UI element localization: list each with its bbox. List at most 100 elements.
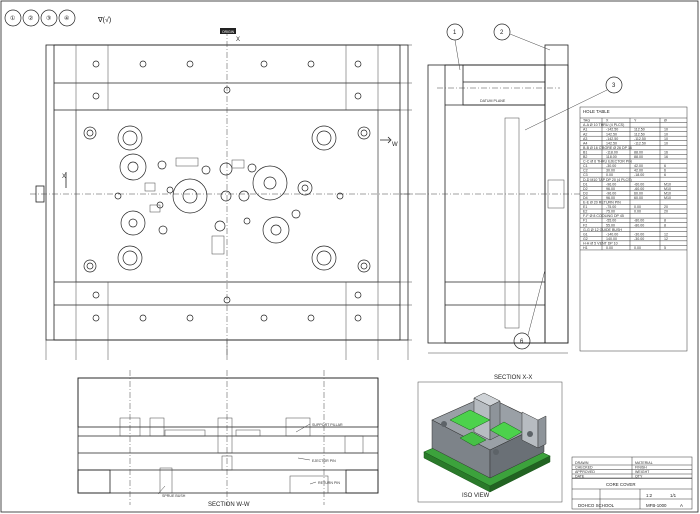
hole-table-cell: -55.00 — [606, 219, 616, 223]
hole-table-cell: 10 — [664, 128, 668, 132]
hole-table-cell: 20 — [664, 205, 668, 209]
balloon-2-text: 2 — [500, 30, 504, 36]
hole-table-cell: 10 — [664, 141, 668, 145]
front-section-title: SECTION W-W — [208, 502, 250, 508]
hole-table-cell: -118.00 — [606, 150, 618, 154]
hole-table-cell: 60.00 — [634, 196, 643, 200]
title-block-right-label: WEIGHT — [635, 470, 650, 474]
hole-table-cell: 75.00 — [606, 210, 615, 214]
section-x-x-title: SECTION X-X — [494, 375, 532, 381]
section-w-label: W — [392, 142, 398, 148]
hole-table-cell: -60.00 — [634, 187, 644, 191]
side-view: DATUM PLANE — [420, 44, 580, 354]
hole-table-cell: -112.50 — [634, 141, 646, 145]
title-block-left-label: APPROVED — [575, 470, 595, 474]
hole-table-cell: 0.00 — [634, 246, 641, 250]
title-block: DRAWNCHECKEDAPPROVEDDATEMATERIALFINISHWE… — [571, 456, 693, 510]
title-block-right-label: MATERIAL — [635, 461, 653, 465]
hole-table-group-title: A-A Ø 10 THRU (4 PLCS) — [583, 123, 624, 127]
hole-table-cell: E2 — [583, 210, 587, 214]
hole-table-cell: -112.50 — [634, 137, 646, 141]
hole-table-group-title: C-C Ø 6 THRU EJECTOR PIN — [583, 160, 632, 164]
hole-table-cell: 118.00 — [606, 155, 617, 159]
iso-view-title: ISO VIEW — [462, 493, 490, 499]
balloon-1-text: 1 — [453, 30, 457, 36]
hole-table-header-cell: Y — [634, 119, 637, 123]
hole-table-cell: 20 — [664, 210, 668, 214]
title-block-left-label: CHECKED — [575, 465, 593, 469]
section-x-left-label: X — [62, 174, 66, 180]
hole-table-cell: M10 — [664, 191, 671, 195]
hole-table-cell: 6 — [664, 173, 666, 177]
hole-table-frame — [579, 106, 688, 352]
hole-table-cell: 12 — [664, 232, 668, 236]
hole-table-cell: 0.00 — [606, 173, 613, 177]
hole-table-header-cell: Ø — [664, 119, 667, 123]
revision: A — [680, 503, 683, 508]
symbol-circle-2 — [22, 9, 40, 27]
hole-table-cell: -30.00 — [634, 232, 644, 236]
hole-table-cell: 6 — [664, 169, 666, 173]
hole-table-cell: 12 — [664, 237, 668, 241]
side-datum-label: DATUM PLANE — [480, 99, 506, 103]
hole-table-cell: A4 — [583, 141, 587, 145]
hole-table-title: HOLE TABLE — [583, 109, 610, 114]
symbol-circle-4 — [58, 9, 76, 27]
iso-frame — [417, 381, 563, 503]
balloon-6 — [513, 332, 531, 350]
hole-table-header-cell: X — [606, 119, 609, 123]
symbol-2: ② — [28, 15, 33, 22]
hole-table-cell: -30.00 — [606, 164, 616, 168]
hole-table-cell: D2 — [583, 187, 588, 191]
hole-table-group-title: G-G Ø 12 GUIDE BUSH — [583, 228, 622, 232]
origin-tag-label: ORIGIN — [222, 30, 235, 34]
hole-table-cell: H1 — [583, 246, 588, 250]
hole-table-cell: G1 — [583, 232, 588, 236]
locating-boss-left — [35, 185, 45, 203]
hole-table-cell: 112.50 — [634, 128, 645, 132]
symbol-circle-3 — [40, 9, 58, 27]
symbol-4: ④ — [64, 15, 69, 22]
hole-table-cell: D1 — [583, 182, 588, 186]
hole-table-cell: 8 — [664, 219, 666, 223]
hole-table-cell: M10 — [664, 182, 671, 186]
core-inserts — [114, 153, 344, 255]
section-w-arrow — [380, 136, 392, 144]
hole-table-cell: D4 — [583, 196, 588, 200]
callout-ejector-pin: EJECTOR PIN — [312, 459, 336, 463]
hole-table-group-title: H-H Ø 5 VENT DP 10 — [583, 241, 618, 245]
hole-table-cell: E1 — [583, 205, 587, 209]
front-outline — [77, 377, 379, 494]
drawing-title: CORE COVER — [606, 482, 636, 487]
hole-table-cell: 30.00 — [606, 169, 615, 173]
hole-table-cell: B2 — [583, 155, 587, 159]
hole-table-cell: 10 — [664, 132, 668, 136]
hole-table-cell: 0.00 — [634, 210, 641, 214]
hole-table-cell: 142.50 — [606, 141, 617, 145]
symbol-circle-1 — [4, 9, 22, 27]
hole-table-cell: F2 — [583, 223, 587, 227]
hole-table-cell: C2 — [583, 169, 588, 173]
hole-table-cell: M10 — [664, 196, 671, 200]
balloon-6-text: 6 — [520, 339, 524, 345]
hole-table-cell: 88.00 — [634, 155, 643, 159]
hole-table-cell: 112.50 — [634, 132, 645, 136]
plan-view: ORIGIN X X W — [30, 28, 420, 360]
hole-table-group-title: D-D M10 TAP DP 20 (4 PLCS) — [583, 178, 632, 182]
roughness-mark: ∇(√) — [97, 16, 111, 24]
hole-table-cell: B1 — [583, 150, 587, 154]
side-outer — [427, 64, 569, 344]
title-block-right-label: FINISH — [635, 465, 647, 469]
hole-table-cell: A3 — [583, 137, 587, 141]
hole-table-cell: D3 — [583, 191, 588, 195]
balloon-3 — [605, 76, 623, 94]
hole-table-cell: 60.00 — [634, 191, 643, 195]
hole-table-cell: -60.00 — [634, 182, 644, 186]
hole-table-cell: 88.00 — [634, 150, 643, 154]
sheet-value: 1/1 — [670, 493, 677, 498]
hole-table-cell: -96.00 — [606, 191, 616, 195]
symbol-3: ③ — [46, 15, 51, 22]
hole-table-cell: -80.00 — [634, 219, 644, 223]
